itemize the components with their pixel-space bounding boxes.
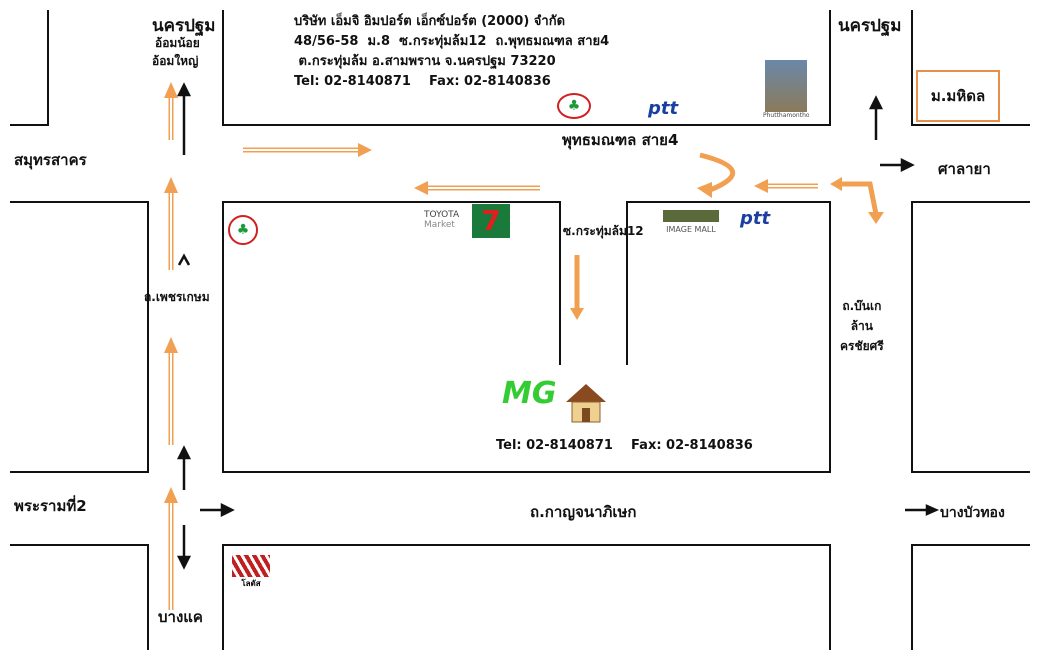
company-phone: Tel: 02-8140871 Fax: 02-8140836 [294,74,551,89]
tesco-text: โลตัส [241,579,261,588]
label-phetkasem: ถ.เพชรเกษม [144,290,210,304]
label-salaya: ศาลายา [938,160,991,178]
label-line-1: ถ.บ๊นเก [842,299,882,313]
toyota-text: TOYOTA [424,210,460,220]
black-direction-arrows [176,82,940,570]
label-borommaratchachonnani: ถ.บ๊นเก ล้าน ครชัยศรี [840,296,884,356]
label-kanchanaphisek: ถ.กาญจนาภิเษก [530,503,637,521]
image-mall-logo: IMAGE MALL [663,210,719,234]
toyota-logo: TOYOTA Market [424,210,459,230]
company-address-2: ต.กระทุ่มล้ม อ.สามพราน จ.นครปฐม 73220 [294,54,556,69]
company-address-1: 48/56-58 ม.8 ซ.กระทุ่มล้ม12 ถ.พุทธมณฑล ส… [294,34,610,49]
label-nakhon-pathom-left: นครปฐม [152,16,216,36]
image-mall-text: IMAGE MALL [666,225,716,234]
label-bang-bua-thong: บางบัวทอง [940,505,1005,521]
kbank-icon: ♣ [228,215,258,245]
label-om-yai: อ้อมใหญ่ [152,54,199,68]
label-bang-khae: บางแค [158,608,203,626]
phutthamonthon-monument-logo: Phutthamonthon [763,60,809,122]
ptt-logo: ptt [648,98,679,119]
seven-eleven-logo: 7 [472,204,510,238]
label-line-2: ล้าน [850,319,873,333]
destination-phone: Tel: 02-8140871 Fax: 02-8140836 [496,438,753,453]
mg-logo: MG [502,376,557,411]
label-phutthamonthon-4: พุทธมณฑล สาย4 [562,131,679,149]
monument-caption: Phutthamonthon [763,112,809,119]
toyota-sub-text: Market [424,220,455,230]
tesco-lotus-logo: โลตัส [232,555,270,590]
kbank-icon: ♣ [557,93,591,119]
label-rama-2: พระรามที่2 [14,497,87,515]
house-icon [564,380,608,424]
orange-route-arrows [168,95,879,610]
label-soi-krathum-lom-12: ซ.กระทุ่มล้ม12 [563,224,644,238]
label-nakhon-pathom-right: นครปฐม [838,16,902,36]
label-mahidol: ม.มหิดล [916,70,1000,122]
company-name: บริษัท เอ็มจิ อิมปอร์ต เอ็กซ์ปอร์ต (2000… [294,14,566,29]
company-info: บริษัท เอ็มจิ อิมปอร์ต เอ็กซ์ปอร์ต (2000… [294,12,609,92]
label-line-3: ครชัยศรี [840,339,884,353]
ptt-logo: ptt [740,208,771,229]
label-om-noi: อ้อมน้อย [155,36,200,50]
phutthamonthon-monument-icon [765,60,807,112]
label-samut-sakhon: สมุทรสาคร [14,151,87,169]
